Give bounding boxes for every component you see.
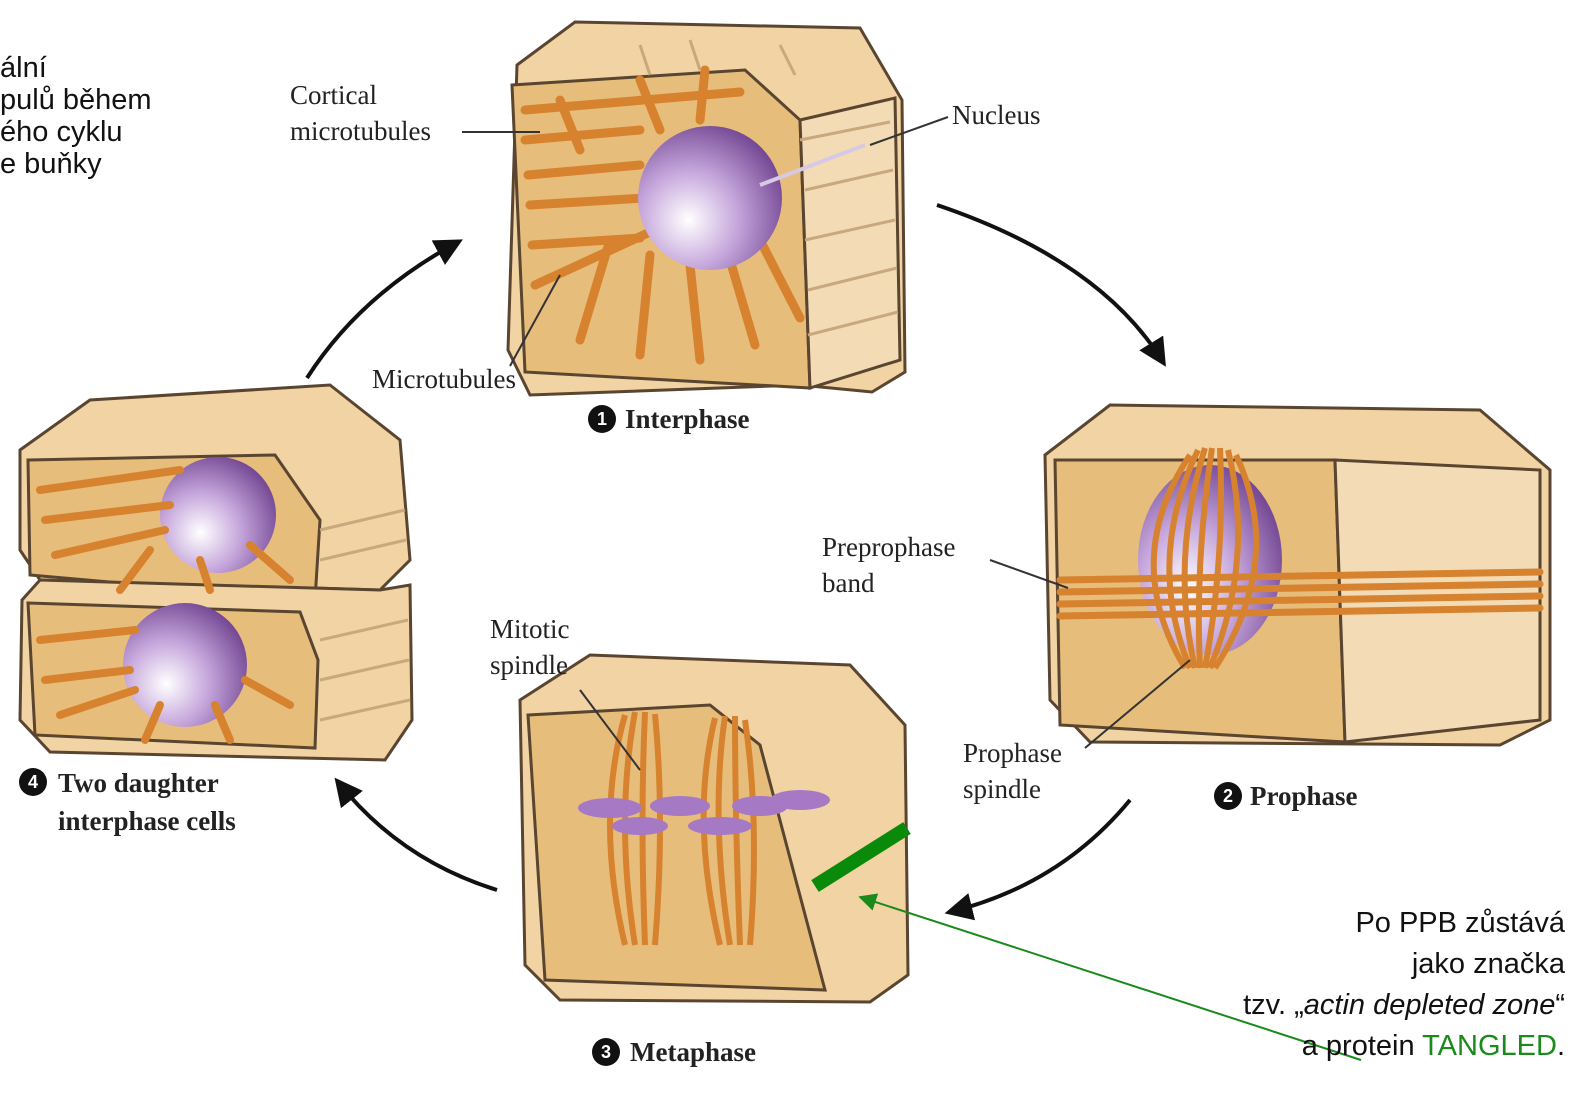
prophase-spindle-label: Prophase spindle xyxy=(963,738,1062,804)
prophase-cell xyxy=(990,405,1550,748)
daughter-cells xyxy=(20,385,412,760)
arrow-daughters-to-interphase xyxy=(307,242,458,378)
stage-name: Interphase xyxy=(625,404,750,434)
stage-name-line1: Two daughter xyxy=(58,768,219,798)
microtubules-label-text: Microtubules xyxy=(372,364,516,394)
stage-label-prophase: 2 Prophase xyxy=(1214,781,1358,811)
stage-number: 4 xyxy=(28,772,38,792)
mitotic-spindle-label: Mitotic spindle xyxy=(490,614,570,680)
actin-depleted-zone-term: actin depleted zone xyxy=(1304,989,1556,1021)
stage-number: 2 xyxy=(1223,786,1233,806)
caption-line: pulů během xyxy=(0,84,152,116)
mitotic-spindle-label-line1: Mitotic xyxy=(490,614,570,644)
daughter-bottom-nucleus xyxy=(123,603,247,727)
prophase-spindle-label-line2: spindle xyxy=(963,774,1041,804)
caption-line: ého cyklu xyxy=(0,116,152,148)
stage-name-line2: interphase cells xyxy=(58,806,236,836)
tangled-note: Po PPB zůstává jako značka tzv. „actin d… xyxy=(1243,903,1565,1067)
stage-name: Prophase xyxy=(1250,781,1358,811)
stage-name: Metaphase xyxy=(630,1037,756,1067)
metaphase-cell xyxy=(520,655,908,1002)
stage-label-metaphase: 3 Metaphase xyxy=(592,1037,756,1067)
mitotic-spindle-label-line2: spindle xyxy=(490,650,568,680)
interphase-cell xyxy=(508,22,905,395)
stage-label-daughters: 4 Two daughter interphase cells xyxy=(19,768,236,836)
nucleus-label-text: Nucleus xyxy=(952,100,1040,130)
cortical-microtubules-label: Cortical microtubules xyxy=(290,80,540,146)
interphase-cell-side-face xyxy=(800,98,900,388)
cortical-microtubules-label-line2: microtubules xyxy=(290,116,431,146)
arrow-interphase-to-prophase xyxy=(937,205,1163,362)
note-line3: tzv. „actin depleted zone“ xyxy=(1243,985,1565,1026)
note-line1: Po PPB zůstává xyxy=(1243,903,1565,944)
preprophase-band-label-line1: Preprophase xyxy=(822,532,955,562)
caption-line: e buňky xyxy=(0,148,152,180)
arrow-metaphase-to-daughters xyxy=(338,782,497,890)
note-line4-prefix: a protein xyxy=(1302,1030,1422,1062)
preprophase-band-label-line2: band xyxy=(822,568,875,598)
note-line3-prefix: tzv. „ xyxy=(1243,989,1304,1021)
note-line3-suffix: “ xyxy=(1555,989,1565,1021)
arrow-prophase-to-metaphase xyxy=(950,800,1130,912)
caption-line: ální xyxy=(0,52,152,84)
note-line2: jako značka xyxy=(1243,944,1565,985)
preprophase-band-label: Preprophase band xyxy=(822,532,955,598)
stage-number: 1 xyxy=(597,409,607,429)
stage-number: 3 xyxy=(601,1042,611,1062)
note-line4: a protein TANGLED. xyxy=(1243,1026,1565,1067)
note-line4-suffix: . xyxy=(1557,1030,1565,1062)
interphase-nucleus xyxy=(638,126,782,270)
prophase-spindle-label-line1: Prophase xyxy=(963,738,1062,768)
slide-caption: ální pulů během ého cyklu e buňky xyxy=(0,52,152,180)
cortical-microtubules-label-line1: Cortical xyxy=(290,80,377,110)
stage-label-interphase: 1 Interphase xyxy=(588,404,750,434)
tangled-protein-name: TANGLED xyxy=(1422,1030,1557,1062)
